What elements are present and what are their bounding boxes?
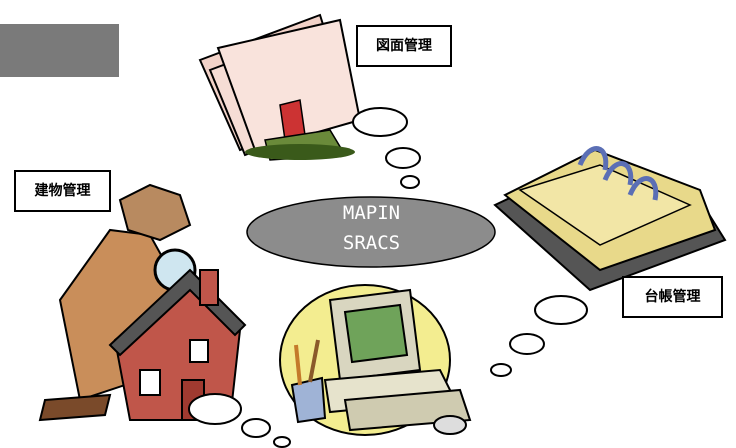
gray-header-block xyxy=(0,24,119,77)
thought-bubbles-top xyxy=(352,107,421,189)
center-title: MAPIN SRACS xyxy=(247,198,496,258)
center-ellipse xyxy=(246,196,496,268)
building-management-text: 建物管理 xyxy=(34,183,91,199)
ledger-management-text: 台帳管理 xyxy=(644,289,701,305)
center-title-line2: SRACS xyxy=(342,232,401,254)
thought-bubbles-right xyxy=(490,295,588,377)
center-title-line1: MAPIN xyxy=(342,202,401,224)
drawing-management-label[interactable]: 図面管理 xyxy=(356,25,452,67)
building-management-label[interactable]: 建物管理 xyxy=(14,170,111,212)
open-ledger-illustration xyxy=(493,146,727,292)
computer-illustration xyxy=(279,284,472,436)
thought-bubbles-bottom xyxy=(188,393,291,448)
ledger-management-label[interactable]: 台帳管理 xyxy=(622,276,723,318)
folder-illustration xyxy=(198,13,362,161)
detective-house-illustration xyxy=(38,183,247,422)
drawing-management-text: 図面管理 xyxy=(376,38,432,54)
